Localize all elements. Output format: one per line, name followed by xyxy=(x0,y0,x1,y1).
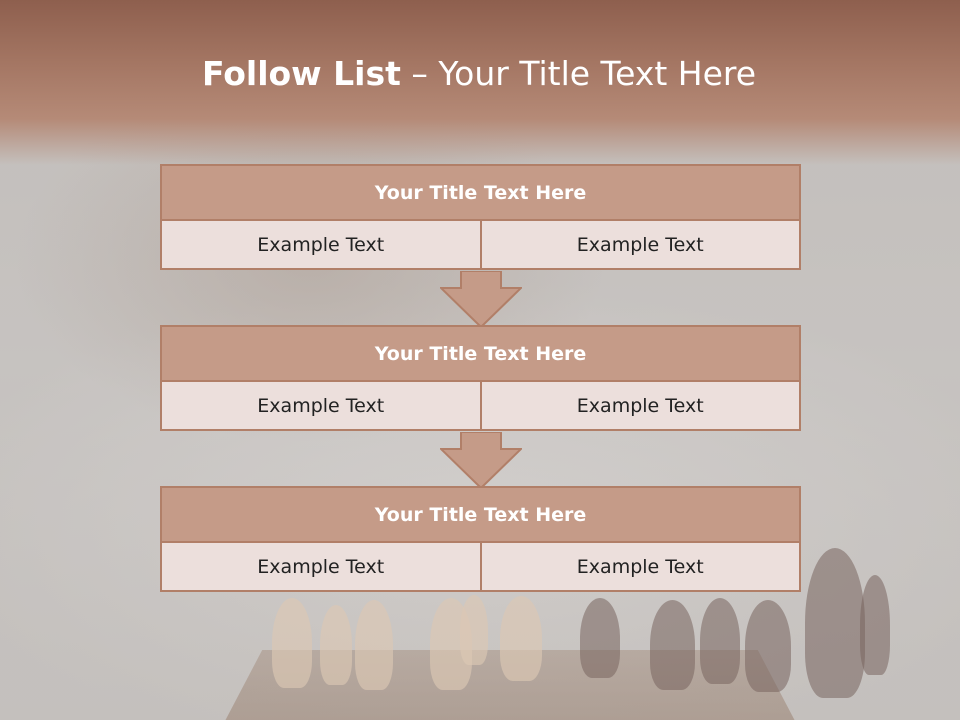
list-block-3: Your Title Text Here Example Text Exampl… xyxy=(160,486,801,592)
list-block-1: Your Title Text Here Example Text Exampl… xyxy=(160,164,801,270)
block-cell-right: Example Text xyxy=(480,543,801,592)
block-cell-left: Example Text xyxy=(160,221,481,270)
slide-title: Follow List – Your Title Text Here xyxy=(0,52,960,96)
block-title: Your Title Text Here xyxy=(160,164,801,221)
slide-title-rest: – Your Title Text Here xyxy=(400,54,757,93)
down-arrow-icon xyxy=(440,271,522,328)
list-block-2: Your Title Text Here Example Text Exampl… xyxy=(160,325,801,431)
block-title: Your Title Text Here xyxy=(160,486,801,543)
down-arrow-icon xyxy=(440,432,522,489)
block-row: Example Text Example Text xyxy=(160,382,801,431)
block-row: Example Text Example Text xyxy=(160,543,801,592)
block-cell-right: Example Text xyxy=(480,221,801,270)
block-cell-right: Example Text xyxy=(480,382,801,431)
block-title: Your Title Text Here xyxy=(160,325,801,382)
block-cell-left: Example Text xyxy=(160,543,481,592)
slide-title-bold: Follow List xyxy=(202,54,401,93)
header-band xyxy=(0,0,960,165)
block-row: Example Text Example Text xyxy=(160,221,801,270)
block-cell-left: Example Text xyxy=(160,382,481,431)
